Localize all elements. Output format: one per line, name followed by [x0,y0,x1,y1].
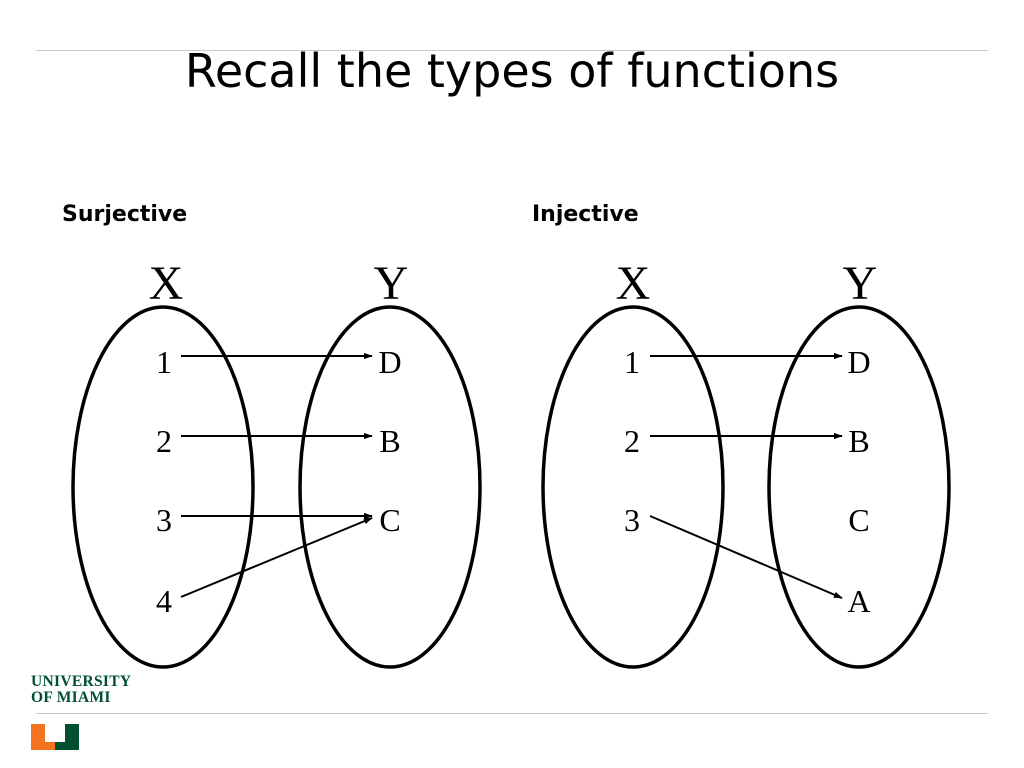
injective-codomain-element: C [848,502,869,538]
surjective-codomain-element: C [379,502,400,538]
surjective-label: Surjective [62,202,188,227]
u-logo-icon [31,724,79,750]
injective-codomain-title: Y [843,257,878,310]
injective-codomain-element: D [847,344,870,380]
injective-codomain-element: A [847,583,870,619]
surjective-domain-element: 1 [156,344,172,380]
university-logo-text: OF MIAMI [31,689,111,706]
u-logo-right-bar [65,724,79,750]
surjective-domain-title: X [149,257,184,310]
surjective-codomain-set [298,305,482,669]
injective-diagram: X Y 1 2 3 D B C A [541,257,951,669]
u-logo-bottom-right [55,742,65,750]
surjective-codomain-title: Y [374,257,409,310]
surjective-domain-element: 2 [156,423,172,459]
surjective-arrow [180,517,373,598]
u-logo-left-bar [31,724,45,750]
surjective-domain-element: 4 [156,583,172,619]
injective-arrow [649,515,843,599]
injective-domain-set [541,305,725,669]
u-logo-bottom-left [45,742,55,750]
injective-label: Injective [532,202,639,227]
surjective-codomain-element: D [378,344,401,380]
surjective-domain-element: 3 [156,502,172,538]
surjective-domain-set [71,305,255,669]
injective-domain-title: X [616,257,651,310]
university-logo-text: UNIVERSITY [31,673,132,690]
injective-domain-element: 1 [624,344,640,380]
surjective-codomain-element: B [379,423,400,459]
injective-codomain-element: B [848,423,869,459]
footer-rule [36,713,988,714]
header-rule [36,50,988,51]
injective-domain-element: 3 [624,502,640,538]
slide-title: Recall the types of functions [184,44,840,98]
surjective-diagram: X Y 1 2 3 4 D B C [71,257,482,669]
injective-codomain-set [767,305,951,669]
injective-domain-element: 2 [624,423,640,459]
